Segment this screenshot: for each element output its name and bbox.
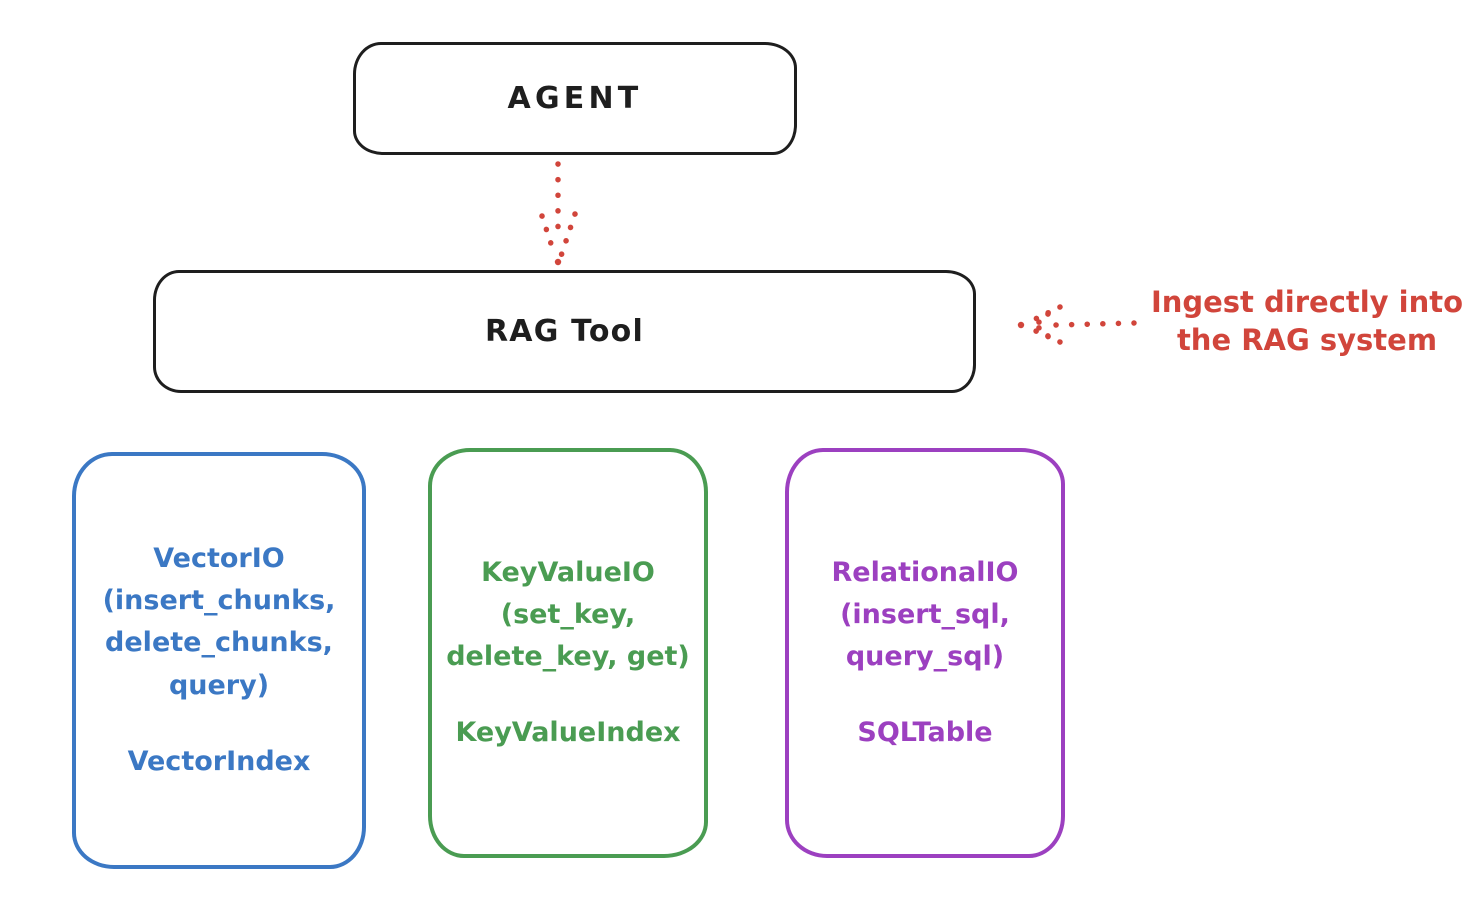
box-line: VectorIO — [153, 543, 285, 575]
box-line: (set_key, — [500, 598, 636, 630]
sql-table-label: SQLTable — [857, 717, 993, 749]
box-line: (insert_sql, — [840, 598, 1010, 630]
box-line: delete_key, get) — [446, 641, 690, 672]
vector-io-signature: VectorIO (insert_chunks, delete_chunks, … — [103, 538, 336, 706]
agent-label: AGENT — [507, 81, 643, 116]
rag-tool-node: RAG Tool — [153, 270, 976, 393]
relational-io-signature: RelationalIO (insert_sql, query_sql) — [832, 552, 1019, 678]
agent-node: AGENT — [353, 42, 797, 155]
keyvalue-index-label: KeyValueIndex — [455, 717, 681, 749]
agent-to-ragtool-dotted-arrow — [539, 161, 578, 266]
rag-tool-label: RAG Tool — [485, 314, 644, 349]
relational-io-box: RelationalIO (insert_sql, query_sql) SQL… — [785, 448, 1065, 858]
keyvalue-io-signature: KeyValueIO (set_key, delete_key, get) — [446, 552, 690, 678]
box-line: delete_chunks, — [105, 627, 333, 659]
ingest-annotation-line-2: the RAG system — [1176, 322, 1438, 357]
box-line: RelationalIO — [831, 556, 1019, 588]
ingest-annotation: Ingest directly into the RAG system — [1130, 284, 1484, 359]
ingest-annotation-dotted-arrow — [1017, 304, 1137, 345]
ingest-annotation-line-1: Ingest directly into — [1150, 285, 1464, 319]
keyvalue-io-box: KeyValueIO (set_key, delete_key, get) Ke… — [428, 448, 708, 858]
vector-io-box: VectorIO (insert_chunks, delete_chunks, … — [72, 452, 366, 869]
box-line: query) — [168, 669, 270, 701]
box-line: query_sql) — [845, 641, 1005, 672]
vector-index-label: VectorIndex — [127, 745, 311, 777]
box-line: (insert_chunks, — [102, 585, 336, 617]
box-line: KeyValueIO — [481, 556, 655, 588]
